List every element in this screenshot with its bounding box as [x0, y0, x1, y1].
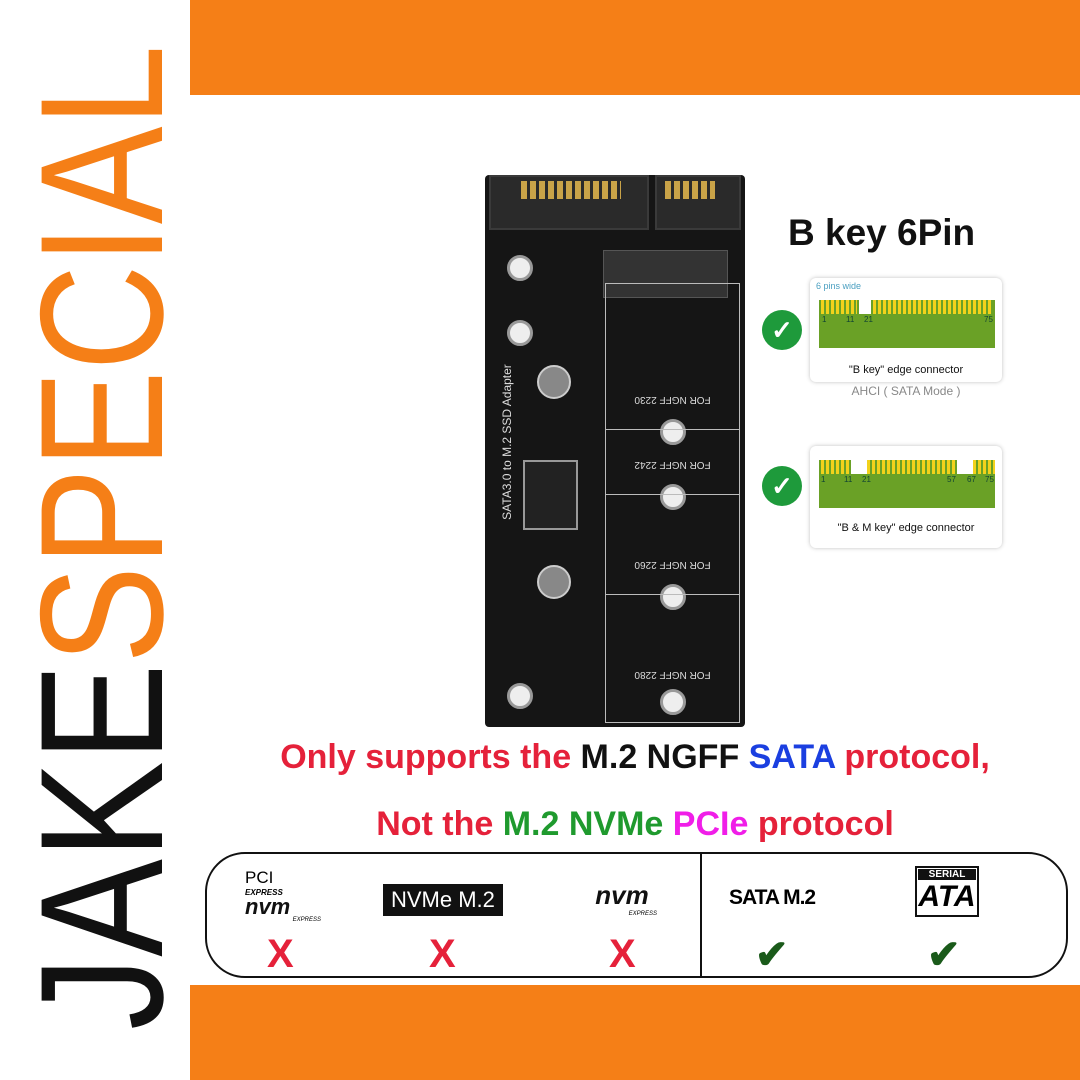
- mount-hole: [507, 320, 533, 346]
- size-label: FOR NGFF 2230: [634, 394, 711, 405]
- capacitor: [537, 565, 571, 599]
- mount-hole: [507, 255, 533, 281]
- svg-text:JAKESPECIAL: JAKESPECIAL: [5, 45, 190, 1030]
- capacitor: [537, 365, 571, 399]
- pin-number: 21: [862, 475, 871, 484]
- nvme-m2-logo: NVMe M.2: [383, 884, 503, 916]
- size-label: FOR NGFF 2242: [634, 459, 711, 470]
- size-label: FOR NGFF 2260: [634, 559, 711, 570]
- bm-key-card: 1 11 21 57 67 75 "B & M key" edge connec…: [810, 446, 1002, 548]
- b-key-card: 6 pins wide 1 11 21 75 "B key" edge conn…: [810, 278, 1002, 382]
- x-icon: X: [609, 932, 636, 976]
- brand-part-2: SPECIAL: [5, 45, 190, 664]
- pin-number: 67: [967, 475, 976, 484]
- mode-label: AHCI ( SATA Mode ): [851, 384, 961, 398]
- mount-hole: [507, 683, 533, 709]
- check-icon: ✓: [762, 310, 802, 350]
- regulator: [523, 460, 578, 530]
- notice-line-1: Only supports the M.2 NGFF SATA protocol…: [280, 738, 990, 776]
- sata-power-connector: [655, 175, 741, 230]
- x-icon: X: [429, 932, 456, 976]
- pin-number: 57: [947, 475, 956, 484]
- pins-wide-label: 6 pins wide: [816, 281, 862, 291]
- nvm-express-logo: nvm EXPRESS: [595, 880, 657, 917]
- pin-number: 21: [864, 315, 873, 324]
- pin-number: 1: [821, 475, 826, 484]
- check-icon: ✓: [762, 466, 802, 506]
- serial-ata-logo: SERIAL ATA: [915, 866, 979, 917]
- sata-data-connector: [489, 175, 649, 230]
- pin-number: 75: [984, 315, 993, 324]
- checkmark-icon: ✔: [755, 933, 789, 977]
- notice-line-2: Not the M.2 NVMe PCIe protocol: [376, 805, 894, 843]
- checkmark-icon: ✔: [927, 933, 961, 977]
- adapter-board-image: SATA3.0 to M.2 SSD Adapter FOR NGFF 2230…: [485, 175, 745, 727]
- b-key-label: "B key" edge connector: [848, 364, 964, 376]
- x-icon: X: [267, 932, 294, 976]
- pin-number: 1: [822, 315, 827, 324]
- pcie-nvme-logo: PCI EXPRESS nvm EXPRESS: [245, 868, 321, 923]
- brand-part-1: JAKE: [5, 664, 190, 1030]
- divider: [700, 854, 702, 976]
- size-label: FOR NGFF 2280: [634, 669, 711, 680]
- sata-m2-logo: SATA M.2: [729, 886, 816, 909]
- pcb-title: SATA3.0 to M.2 SSD Adapter: [500, 364, 514, 520]
- pin-number: 75: [985, 475, 994, 484]
- top-orange-bar: [190, 0, 1080, 95]
- pin-number: 11: [846, 315, 855, 324]
- m2-slot-area: FOR NGFF 2230 FOR NGFF 2242 FOR NGFF 226…: [605, 283, 740, 723]
- m2-socket: [603, 250, 728, 298]
- compatibility-panel: PCI EXPRESS nvm EXPRESS NVMe M.2 nvm EXP…: [205, 852, 1068, 978]
- brand-logo: JAKESPECIAL: [5, 45, 190, 1030]
- key-heading: B key 6Pin: [788, 212, 976, 253]
- bottom-orange-bar: [190, 985, 1080, 1080]
- pin-number: 11: [844, 475, 853, 484]
- bm-key-label: "B & M key" edge connector: [837, 522, 975, 534]
